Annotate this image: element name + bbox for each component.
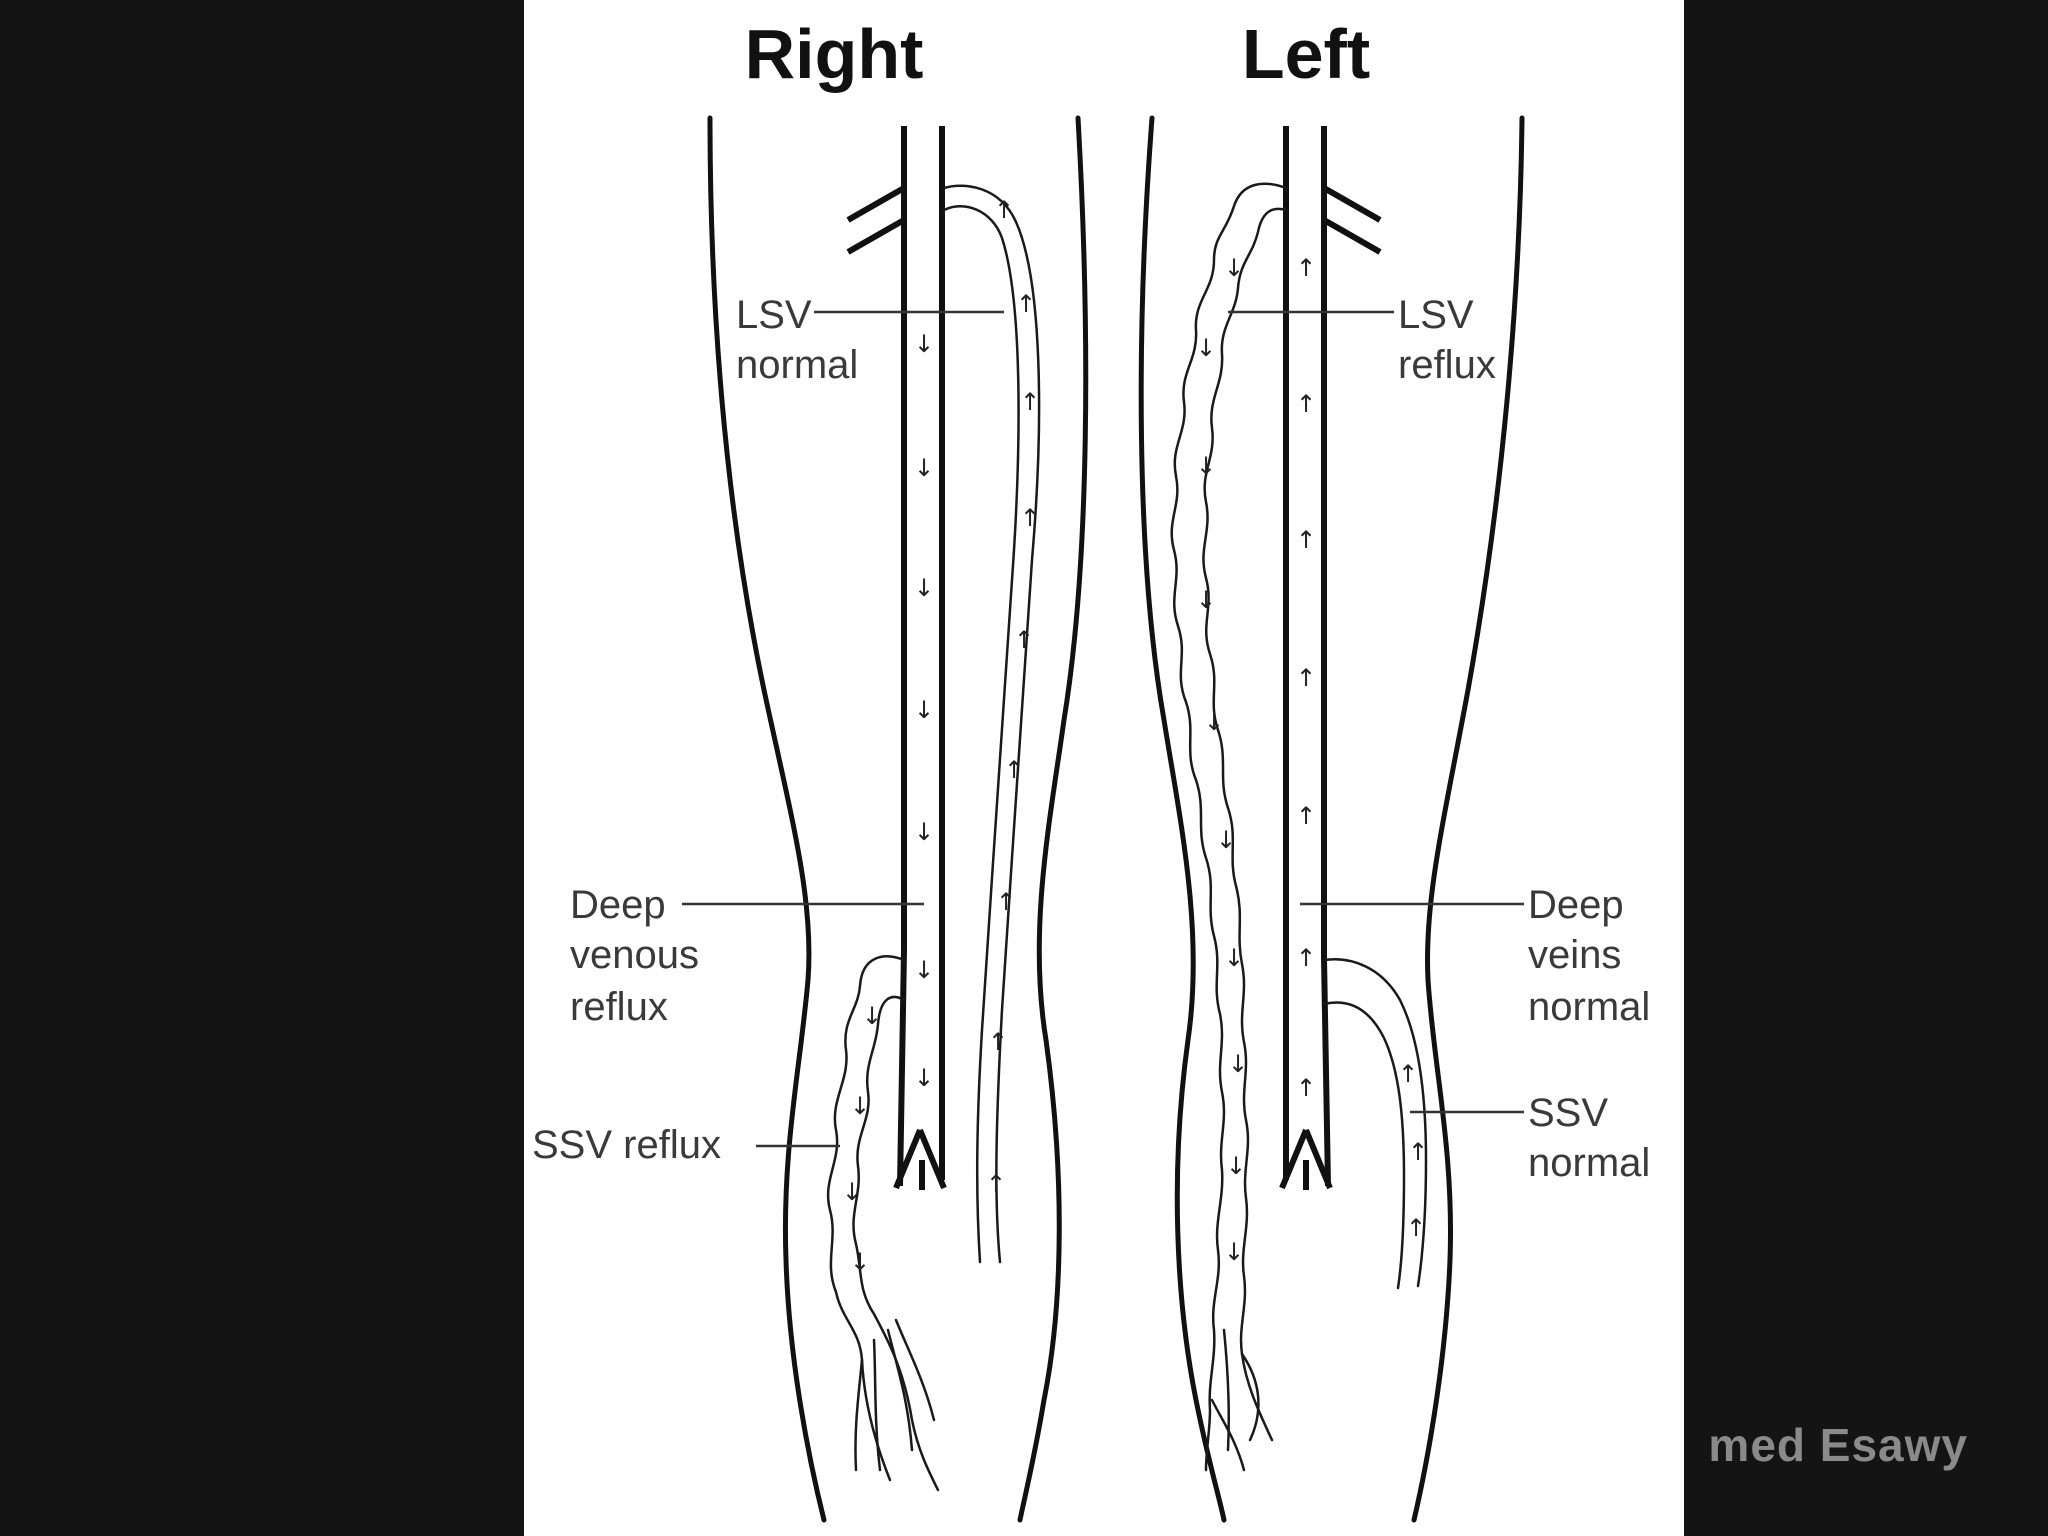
deep-flow-arrow: ↑ (1296, 526, 1316, 554)
right-leg-outer-outline (707, 115, 827, 1523)
lsv-left-label: LSV reflux (1398, 293, 1496, 387)
lsv-flow-arrow: ↓ (1224, 254, 1244, 282)
deep-flow-arrow: ↑ (1296, 802, 1316, 830)
deep-left-label: Deep veins normal (1528, 883, 1650, 1029)
lsv-flow-arrow: ↑ (1014, 626, 1034, 654)
deep-right-label: Deep venous reflux (570, 883, 710, 1029)
ssv-flow-arrow: ↓ (850, 1248, 870, 1276)
ssv-left-label-line: normal (1528, 1141, 1650, 1185)
right-leg: ↓ ↓ ↓ ↓ ↓ ↓ ↓ ↑ ↑ ↑ ↑ ↑ ↑ ↑ ↑ ↑ ↓ (532, 115, 1089, 1523)
deep-flow-arrow: ↓ (914, 330, 934, 358)
lsv-flow-arrow: ↑ (1020, 504, 1040, 532)
deep-left-label-line: Deep (1528, 883, 1624, 927)
watermark-text: med Esawy (1708, 1419, 1968, 1471)
left-ssv-vein (1322, 958, 1428, 1290)
left-lsv-vein (1170, 182, 1288, 1472)
left-leg-outer-outline (1411, 115, 1525, 1523)
lsv-flow-arrow: ↓ (1228, 1050, 1248, 1078)
deep-flow-arrow: ↓ (914, 574, 934, 602)
lsv-flow-arrow: ↑ (1016, 290, 1036, 318)
deep-flow-arrow: ↑ (1296, 944, 1316, 972)
diagram-panel: Right Left (524, 0, 1684, 1536)
lsv-flow-arrow: ↓ (1216, 826, 1236, 854)
deep-flow-arrow: ↑ (1296, 1074, 1316, 1102)
watermark: med Esawy (1684, 1418, 1984, 1478)
lsv-flow-arrow: ↓ (1204, 708, 1224, 736)
heading-right: Right (745, 15, 924, 93)
left-leg-inner-outline (1138, 115, 1227, 1523)
left-leg: ↑ ↑ ↑ ↑ ↑ ↑ ↑ ↓ ↓ ↓ ↓ ↓ ↓ ↓ ↓ ↓ ↓ (1138, 115, 1650, 1523)
right-ssv-vein (826, 955, 940, 1492)
deep-flow-arrow: ↓ (914, 696, 934, 724)
lsv-flow-arrow: ↑ (1004, 756, 1024, 784)
deep-flow-arrow: ↑ (1296, 254, 1316, 282)
lsv-right-label: LSV normal (736, 293, 858, 387)
left-flow-arrows: ↑ ↑ ↑ ↑ ↑ ↑ ↑ ↓ ↓ ↓ ↓ ↓ ↓ ↓ ↓ ↓ ↓ (1196, 254, 1428, 1266)
ssv-flow-arrow: ↑ (1406, 1214, 1426, 1242)
lsv-flow-arrow: ↑ (986, 1170, 1006, 1198)
ssv-flow-arrow: ↓ (862, 1002, 882, 1030)
deep-flow-arrow: ↓ (914, 956, 934, 984)
lsv-flow-arrow: ↓ (1224, 944, 1244, 972)
deep-flow-arrow: ↓ (914, 818, 934, 846)
deep-right-label-line: Deep (570, 883, 666, 927)
lsv-flow-arrow: ↑ (996, 888, 1016, 916)
right-leg-inner-outline (1017, 115, 1089, 1523)
lsv-right-label-line: normal (736, 343, 858, 387)
ssv-left-label: SSV normal (1528, 1091, 1650, 1185)
deep-left-label-line: veins (1528, 933, 1621, 977)
deep-right-label-line: venous (570, 933, 699, 977)
left-deep-vein (1279, 126, 1382, 1190)
lsv-flow-arrow: ↑ (994, 196, 1014, 224)
deep-flow-arrow: ↓ (914, 454, 934, 482)
ssv-right-label: SSV reflux (532, 1123, 721, 1167)
heading-left: Left (1242, 15, 1370, 93)
ssv-flow-arrow: ↑ (1398, 1060, 1418, 1088)
deep-right-label-line: reflux (570, 985, 668, 1029)
lsv-right-label-line: LSV (736, 293, 812, 337)
right-deep-vein (846, 126, 947, 1190)
lsv-flow-arrow: ↓ (1226, 1152, 1246, 1180)
lsv-flow-arrow: ↑ (1020, 388, 1040, 416)
lsv-flow-arrow: ↓ (1196, 334, 1216, 362)
lsv-left-label-line: LSV (1398, 293, 1474, 337)
deep-flow-arrow: ↑ (1296, 664, 1316, 692)
ssv-flow-arrow: ↓ (850, 1092, 870, 1120)
lsv-flow-arrow: ↓ (1196, 452, 1216, 480)
deep-flow-arrow: ↓ (914, 1064, 934, 1092)
leg-vein-diagram: Right Left (532, 15, 1650, 1523)
ssv-left-label-line: SSV (1528, 1091, 1608, 1135)
ssv-flow-arrow: ↑ (1408, 1138, 1428, 1166)
deep-flow-arrow: ↑ (1296, 390, 1316, 418)
right-lsv-vein (942, 184, 1041, 1264)
lsv-left-label-line: reflux (1398, 343, 1496, 387)
lsv-flow-arrow: ↑ (988, 1028, 1008, 1056)
right-flow-arrows: ↓ ↓ ↓ ↓ ↓ ↓ ↓ ↑ ↑ ↑ ↑ ↑ ↑ ↑ ↑ ↑ ↓ (842, 196, 1040, 1276)
ssv-flow-arrow: ↓ (842, 1178, 862, 1206)
lsv-flow-arrow: ↓ (1224, 1238, 1244, 1266)
lsv-flow-arrow: ↓ (1196, 586, 1216, 614)
deep-left-label-line: normal (1528, 985, 1650, 1029)
